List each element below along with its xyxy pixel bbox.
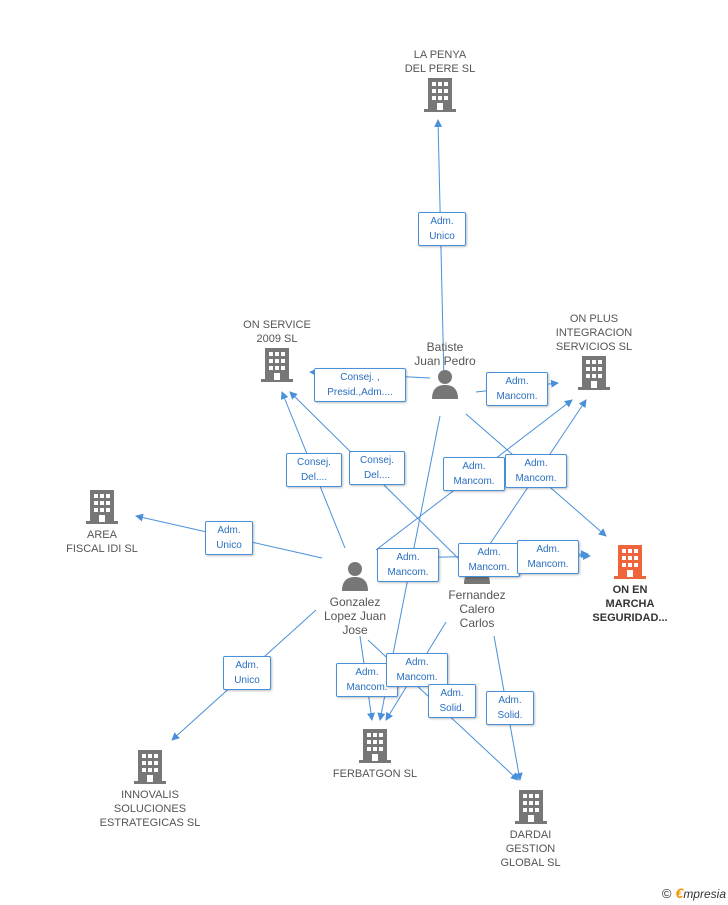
company-node-on-en-marcha[interactable]: ON EN MARCHA SEGURIDAD... <box>580 543 680 625</box>
building-icon <box>261 346 293 386</box>
edge-label-batiste-onservice[interactable]: Consej. , Presid.,Adm.... <box>314 368 406 402</box>
company-node-innovalis[interactable]: INNOVALIS SOLUCIONES ESTRATEGICAS SL <box>90 748 210 830</box>
company-node-on-service[interactable]: ON SERVICE 2009 SL <box>232 318 322 386</box>
edge-label-gonzalez-area[interactable]: Adm. Unico <box>205 521 253 555</box>
edge-batiste-lapenya <box>434 119 445 381</box>
building-icon <box>86 488 118 528</box>
brand-footer: ©€mpresia <box>662 885 726 901</box>
company-label: ON EN MARCHA SEGURIDAD... <box>592 584 668 624</box>
company-node-on-plus[interactable]: ON PLUS INTEGRACION SERVICIOS SL <box>549 312 639 394</box>
edge-label-fernandez-ferbatgon[interactable]: Adm. Mancom. <box>386 653 448 687</box>
edge-label-fernandez-onmarcha[interactable]: Adm. Mancom. <box>458 543 520 577</box>
edge-label-fernandez-dardai[interactable]: Adm. Solid. <box>486 691 534 725</box>
company-node-ferbatgon[interactable]: FERBATGON SL <box>320 727 430 781</box>
building-icon <box>359 727 391 767</box>
company-label: DARDAI GESTION GLOBAL SL <box>500 829 561 869</box>
edge-label-fernandez-onservice[interactable]: Consej. Del.... <box>349 451 405 485</box>
company-label: INNOVALIS SOLUCIONES ESTRATEGICAS SL <box>99 789 201 829</box>
company-label: FERBATGON SL <box>332 768 418 780</box>
brand-logo-e: € <box>675 885 684 901</box>
company-label: LA PENYA DEL PERE SL <box>404 49 476 75</box>
building-icon <box>514 788 547 828</box>
edge-label-gonzalez-onservice[interactable]: Consej. Del.... <box>286 453 342 487</box>
person-icon <box>430 368 460 403</box>
building-icon <box>134 748 166 788</box>
edge-label-gonzalez-onmarcha[interactable]: Adm. Mancom. <box>377 548 439 582</box>
building-icon <box>578 354 610 394</box>
edge-label-gonzalez-dardai[interactable]: Adm. Solid. <box>428 684 476 718</box>
edge-label-gonzalez-innovalis[interactable]: Adm. Unico <box>223 656 271 690</box>
person-icon <box>340 560 370 595</box>
company-node-dardai[interactable]: DARDAI GESTION GLOBAL SL <box>483 788 578 870</box>
brand-name: mpresia <box>683 887 726 901</box>
person-node-gonzalez[interactable]: Gonzalez Lopez Juan Jose <box>310 560 400 637</box>
building-icon <box>614 543 646 583</box>
person-label: Batiste Juan Pedro <box>414 340 476 368</box>
person-label: Gonzalez Lopez Juan Jose <box>323 595 387 637</box>
edge-label-gonzalez-onplus[interactable]: Adm. Mancom. <box>443 457 505 491</box>
edge-label-fernandez-onplus[interactable]: Adm. Mancom. <box>505 454 567 488</box>
edge-label-batiste-onmarcha[interactable]: Adm. Mancom. <box>517 540 579 574</box>
edge-label-batiste-lapenya[interactable]: Adm. Unico <box>418 212 466 246</box>
company-node-la-penya[interactable]: LA PENYA DEL PERE SL <box>395 48 485 116</box>
company-label: ON SERVICE 2009 SL <box>243 319 311 345</box>
edge-label-batiste-onplus[interactable]: Adm. Mancom. <box>486 372 548 406</box>
company-label: ON PLUS INTEGRACION SERVICIOS SL <box>555 313 633 353</box>
person-label: Fernandez Calero Carlos <box>448 588 506 630</box>
company-node-area-fiscal[interactable]: AREA FISCAL IDI SL <box>52 488 152 556</box>
copyright-symbol: © <box>661 886 672 901</box>
person-node-batiste[interactable]: Batiste Juan Pedro <box>400 340 490 403</box>
building-icon <box>424 76 456 116</box>
company-label: AREA FISCAL IDI SL <box>66 529 138 555</box>
